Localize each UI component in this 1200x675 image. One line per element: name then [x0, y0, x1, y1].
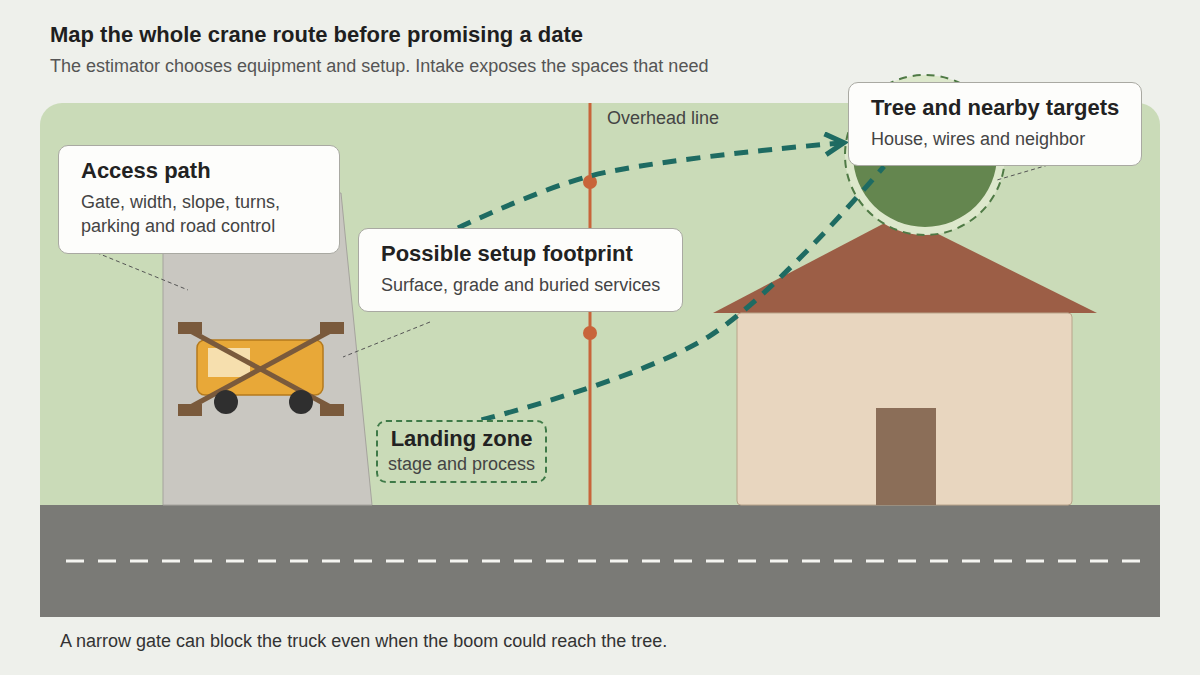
outrigger-pad: [320, 404, 344, 416]
outrigger: [185, 328, 336, 410]
road-centerline: [66, 560, 1140, 563]
outrigger-pad: [320, 322, 344, 334]
leader-line: [343, 322, 430, 357]
wheel: [289, 390, 313, 414]
wheel: [214, 390, 238, 414]
node-heading: Landing zone: [388, 426, 535, 452]
title: Map the whole crane route before promisi…: [50, 22, 583, 48]
targets-card: Tree and nearby targetsHouse, wires and …: [848, 82, 1142, 166]
leader-line: [90, 250, 188, 290]
node-body: stage and process: [388, 454, 535, 475]
line-marker: [583, 326, 597, 340]
setup-card: Possible setup footprintSurface, grade a…: [358, 228, 683, 312]
line-label: Overhead line: [607, 108, 719, 129]
house-door: [876, 408, 936, 505]
node-heading: Access path: [81, 158, 317, 184]
crane-path: [458, 143, 844, 228]
node-heading: Possible setup footprint: [381, 241, 660, 267]
node-body: House, wires and neighbor: [871, 127, 1119, 151]
caption: A narrow gate can block the truck even w…: [60, 631, 667, 652]
landing-zone: Landing zonestage and process: [376, 420, 547, 483]
node-body: Gate, width, slope, turns, parking and r…: [81, 190, 317, 239]
outrigger: [185, 328, 336, 410]
subtitle: The estimator chooses equipment and setu…: [50, 56, 708, 77]
node-heading: Tree and nearby targets: [871, 95, 1119, 121]
access-card: Access pathGate, width, slope, turns, pa…: [58, 145, 340, 254]
outrigger-pad: [178, 404, 202, 416]
node-body: Surface, grade and buried services: [381, 273, 660, 297]
outrigger-pad: [178, 322, 202, 334]
house-wall: [737, 313, 1072, 505]
road: [40, 505, 1160, 617]
crane-truck: [178, 322, 344, 416]
